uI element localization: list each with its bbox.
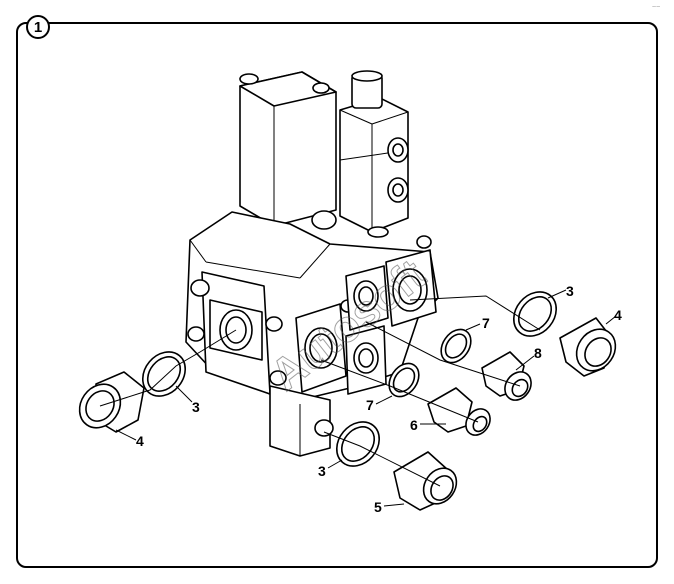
seal-ring-7-upper-inner [444, 333, 468, 359]
callout-3-upper-right: 3 [566, 283, 574, 299]
valve-body [185, 211, 439, 457]
callout-4-upper-right: 4 [614, 307, 622, 323]
fitting-upper-right [559, 317, 617, 377]
solenoid-housing [239, 71, 337, 227]
seal-ring-upper-right-inner [517, 296, 553, 332]
figure-frame [16, 22, 658, 568]
pilot-valve [311, 70, 409, 238]
callout-5: 5 [374, 499, 382, 515]
callout-3-lower: 3 [318, 463, 326, 479]
seal-ring-lower-center-inner [340, 426, 376, 462]
figure-number-badge: 1 [26, 15, 50, 39]
callout-3-left: 3 [192, 399, 200, 415]
callout-7-upper: 7 [482, 315, 490, 331]
fitting-6 [427, 387, 491, 436]
callout-7-lower: 7 [366, 397, 374, 413]
callout-4-left: 4 [136, 433, 144, 449]
fitting-5 [393, 451, 458, 511]
callout-8: 8 [534, 345, 542, 361]
seal-ring-7-lower-inner [392, 367, 416, 393]
callout-6: 6 [410, 417, 418, 433]
corner-mark: ~~ [652, 4, 661, 11]
fitting-8 [481, 351, 532, 401]
assembly-lines [99, 289, 617, 507]
